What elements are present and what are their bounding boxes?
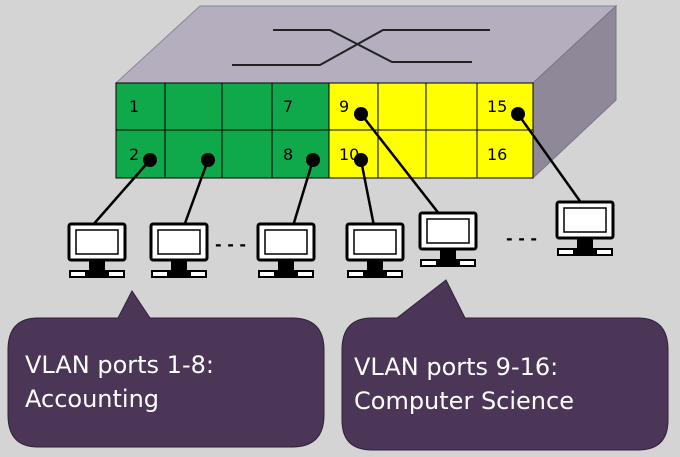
cable-port-15 (516, 112, 584, 206)
cable-port-10 (359, 158, 376, 228)
computer-icon (149, 222, 209, 280)
callout-accounting (7, 290, 325, 448)
cables (90, 112, 584, 228)
port-1-label: 1 (129, 97, 139, 116)
callout-cs-text: VLAN ports 9-16: Computer Science (354, 350, 574, 418)
cable-port-3 (182, 158, 210, 228)
cable-port-8 (291, 158, 315, 228)
port-8-label: 8 (283, 145, 293, 164)
port-16-label: 16 (487, 145, 507, 164)
network-switch: 1 7 9 15 2 8 10 16 (114, 4, 618, 180)
ellipsis-cs: - - - (506, 229, 537, 248)
computer-icon (67, 222, 127, 280)
callout-accounting-text: VLAN ports 1-8: Accounting (25, 348, 214, 416)
connector-port-8 (306, 153, 320, 167)
port-7-label: 7 (283, 97, 293, 116)
port-9-label: 9 (339, 97, 349, 116)
connector-port-9 (354, 107, 368, 121)
switch-top-face (114, 5, 618, 84)
callout-cs-line1: VLAN ports 9-16: (354, 353, 559, 381)
port-15-label: 15 (487, 97, 507, 116)
port-2-label: 2 (129, 145, 139, 164)
cable-port-9 (359, 112, 442, 217)
connector-port-15 (511, 107, 525, 121)
callout-accounting-line1: VLAN ports 1-8: (25, 351, 214, 379)
computer-icon (256, 222, 316, 280)
computer-icon (555, 200, 615, 258)
cable-port-2 (90, 158, 152, 228)
switch-logo-icon (232, 29, 490, 66)
callout-cs-line2: Computer Science (354, 387, 574, 415)
ellipsis-accounting: - - - (215, 235, 246, 254)
port-connectors (143, 107, 525, 167)
connector-port-10 (354, 153, 368, 167)
computer-icon (345, 222, 405, 280)
connector-port-2 (143, 153, 157, 167)
callout-accounting-line2: Accounting (25, 385, 160, 413)
callout-cs (341, 279, 669, 451)
computer-icon (418, 211, 478, 269)
connector-port-3 (201, 153, 215, 167)
port-grid (115, 82, 534, 179)
